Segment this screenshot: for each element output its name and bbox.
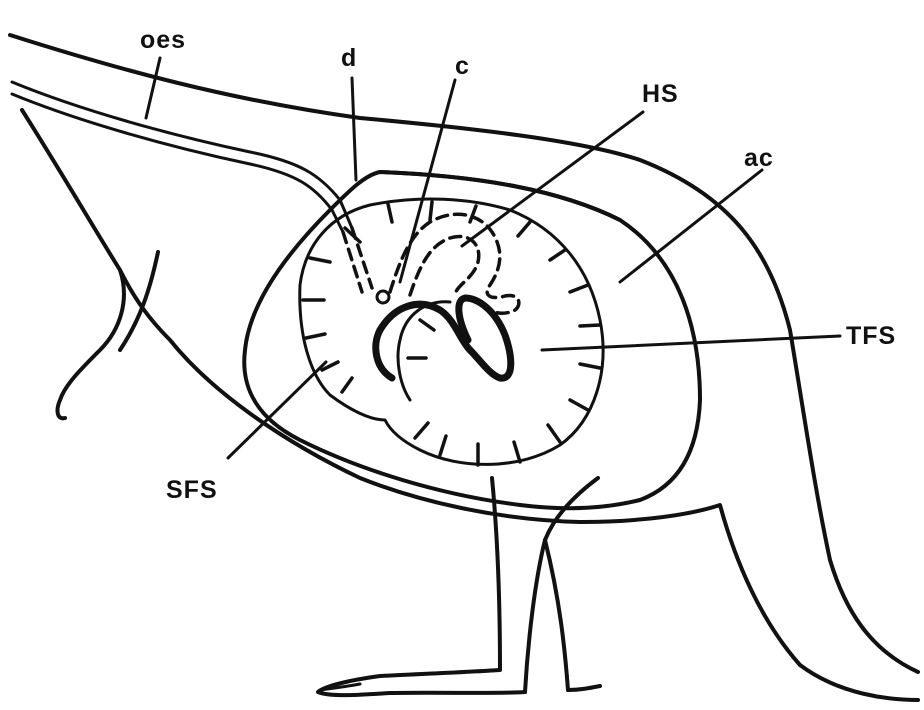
dashed-structures — [343, 214, 519, 313]
legs — [318, 478, 600, 695]
label-d: d — [341, 44, 357, 72]
oesophagus — [12, 82, 352, 232]
leader-lines — [146, 58, 840, 458]
label-sfs: SFS — [166, 476, 218, 504]
label-tfs: TFS — [846, 322, 896, 350]
gastric-fold — [376, 298, 511, 378]
body-outline — [10, 35, 918, 700]
label-ac: ac — [744, 144, 774, 172]
label-hs: HS — [642, 80, 679, 108]
label-oes: oes — [140, 26, 186, 54]
abdominal-cavity — [244, 172, 700, 508]
cardia-ring — [377, 291, 389, 303]
label-c: c — [455, 52, 470, 80]
